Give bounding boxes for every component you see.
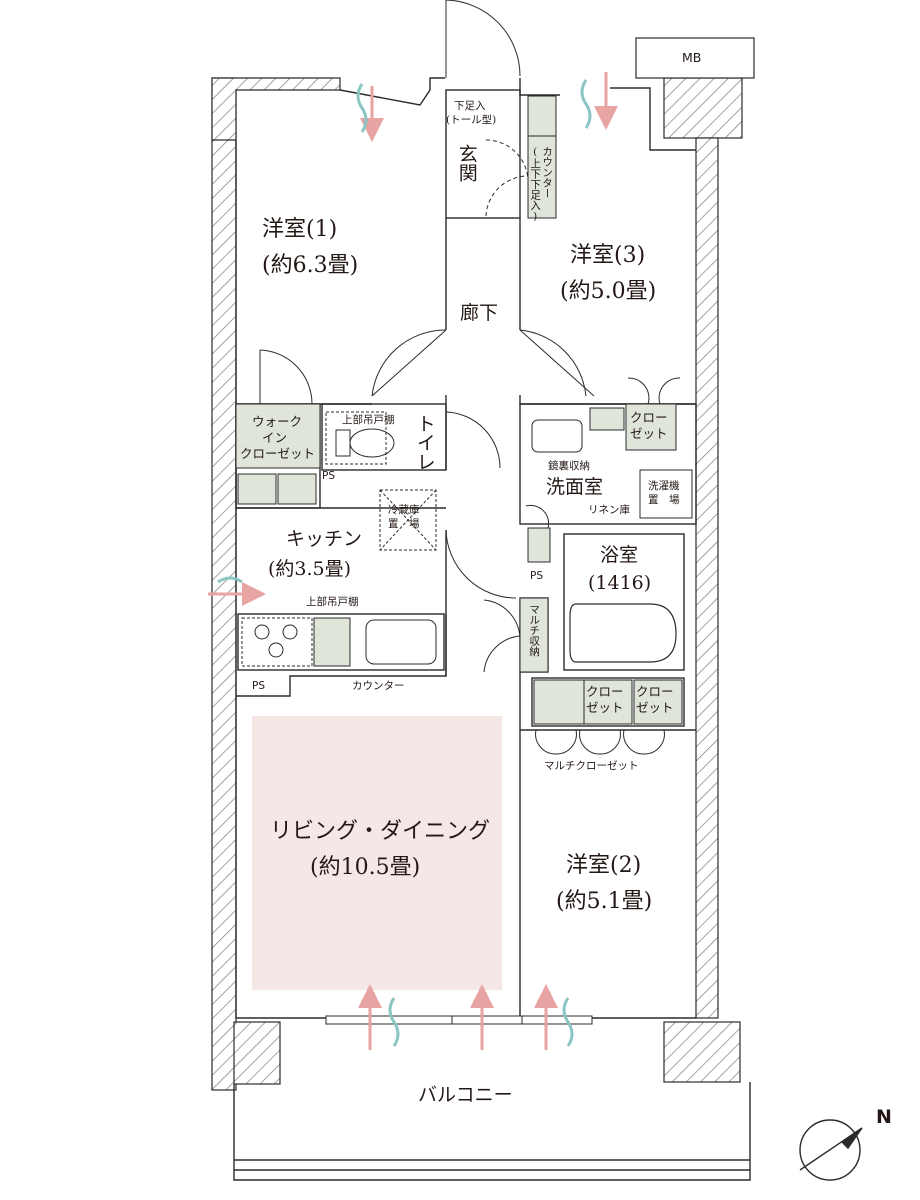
- mb-box: [635, 37, 755, 79]
- room-kitchen-size: (約3.5畳): [268, 558, 352, 580]
- structural-walls: [211, 77, 743, 1091]
- washer-space: [639, 469, 693, 519]
- sliding-windows: [325, 1015, 593, 1025]
- kitchen-fixtures: [241, 617, 437, 667]
- room-kitchen-name: キッチン: [286, 528, 363, 550]
- closet3-label-1: クロー: [630, 410, 668, 425]
- ps-label-3: PS: [530, 570, 543, 582]
- counter-vertical-sub-label: (上下下足入): [529, 146, 542, 223]
- living-area-fill: [252, 716, 502, 990]
- room-corridor-name: 廊下: [460, 302, 499, 324]
- washer-label-2: 置 場: [648, 494, 680, 506]
- closet2b-label-2: ゼット: [636, 700, 674, 715]
- room-washroom-name: 洗面室: [546, 476, 604, 498]
- ventilation-arrows: [208, 72, 618, 1050]
- closet3-label-2: ゼット: [630, 426, 668, 441]
- room-living-name: リビング・ダイニング: [270, 819, 491, 844]
- storage-fills: [235, 95, 683, 725]
- multi-storage-label: マルチ収納: [528, 604, 541, 657]
- door-swings: [259, 0, 681, 755]
- room-western2-name: 洋室(2): [566, 853, 642, 878]
- balcony-label: バルコニー: [418, 1084, 513, 1106]
- room-toilet-name: トイレ: [413, 414, 436, 471]
- closet2b-label-1: クロー: [636, 684, 674, 699]
- upper-cabinet-kitchen-label: 上部吊戸棚: [306, 596, 359, 608]
- walkin-label-1: ウォーク: [252, 414, 303, 429]
- fridge-label-2: 置 場: [388, 518, 420, 530]
- room-western3-size: (約5.0畳): [560, 279, 657, 304]
- walkin-label-2: イン: [262, 430, 288, 445]
- fridge-space: [379, 489, 437, 551]
- ps-label-2: PS: [252, 680, 265, 692]
- room-bath-size: (1416): [588, 572, 652, 594]
- mb-label: MB: [682, 50, 702, 65]
- toilet-fixture: [325, 411, 395, 465]
- room-bath-name: 浴室: [600, 544, 639, 566]
- shoe-box-label-2: (トール型): [446, 114, 497, 126]
- counter-vertical-label: カウンター: [541, 146, 554, 199]
- counter-label: カウンター: [352, 680, 405, 692]
- closet2a-label-2: ゼット: [586, 700, 624, 715]
- room-western2-size: (約5.1畳): [556, 889, 653, 914]
- compass-label: N: [876, 1106, 892, 1128]
- compass-icon: [799, 1119, 863, 1181]
- walkin-label-3: クローゼット: [240, 446, 316, 461]
- linen-label: リネン庫: [588, 504, 630, 516]
- washer-label-1: 洗濯機: [648, 480, 680, 492]
- room-entrance-name: 玄関: [455, 144, 478, 182]
- shoe-box-dashed: [485, 139, 529, 217]
- mirror-storage-label: 鏡裏収納: [548, 460, 590, 472]
- room-living-size: (約10.5畳): [310, 855, 421, 880]
- bathtub: [569, 603, 677, 663]
- fridge-label-1: 冷蔵庫: [388, 504, 420, 516]
- room-western1-size: (約6.3畳): [262, 253, 359, 278]
- multi-closet-label: マルチクローゼット: [544, 760, 639, 772]
- ps-label-1: PS: [322, 470, 335, 482]
- room-western1-name: 洋室(1): [262, 217, 338, 242]
- wash-basin: [531, 419, 583, 453]
- closet2a-label-1: クロー: [586, 684, 624, 699]
- upper-cabinet-toilet-label: 上部吊戸棚: [342, 414, 395, 426]
- room-western3-name: 洋室(3): [570, 243, 646, 268]
- shoe-box-label-1: 下足入: [454, 100, 486, 112]
